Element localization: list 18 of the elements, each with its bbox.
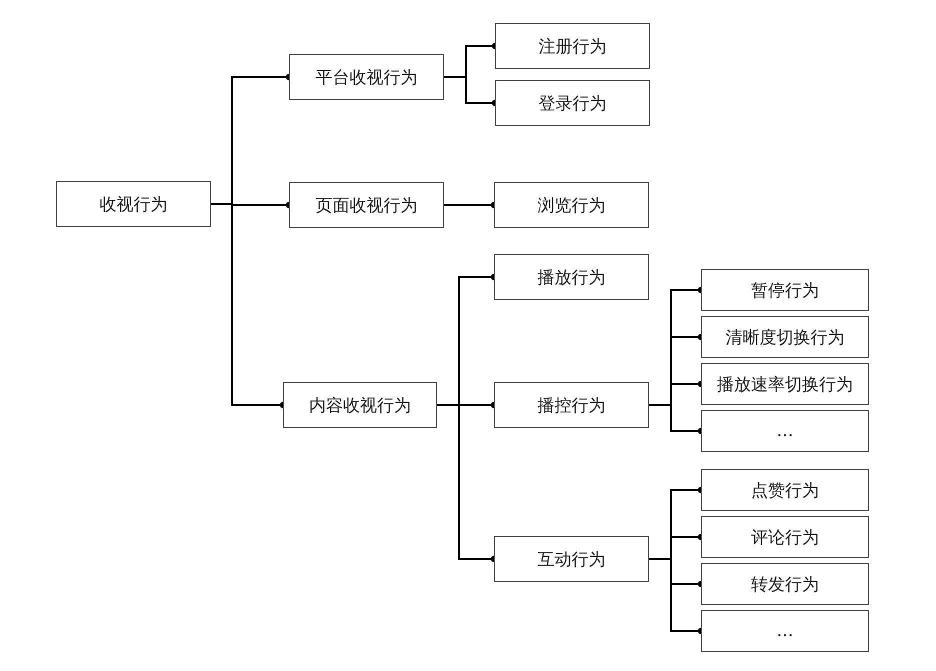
category-box: 暂停行为 [701, 269, 869, 311]
category-box: 注册行为 [495, 23, 650, 69]
category-box: 播控行为 [494, 382, 649, 428]
category-box: 互动行为 [494, 536, 649, 582]
category-box: 页面收视行为 [289, 182, 444, 228]
category-box: … [701, 410, 869, 452]
category-box: 内容收视行为 [283, 382, 437, 428]
category-box: 转发行为 [701, 563, 869, 605]
category-box: 收视行为 [56, 181, 211, 227]
category-box: 平台收视行为 [289, 54, 444, 100]
category-box: 点赞行为 [701, 469, 869, 511]
category-box: 播放速率切换行为 [701, 363, 869, 405]
category-box: 清晰度切换行为 [701, 316, 869, 358]
category-box: 浏览行为 [494, 182, 649, 228]
category-box: … [701, 610, 869, 652]
category-box: 播放行为 [494, 254, 649, 300]
category-box: 评论行为 [701, 516, 869, 558]
category-box: 登录行为 [495, 80, 650, 126]
